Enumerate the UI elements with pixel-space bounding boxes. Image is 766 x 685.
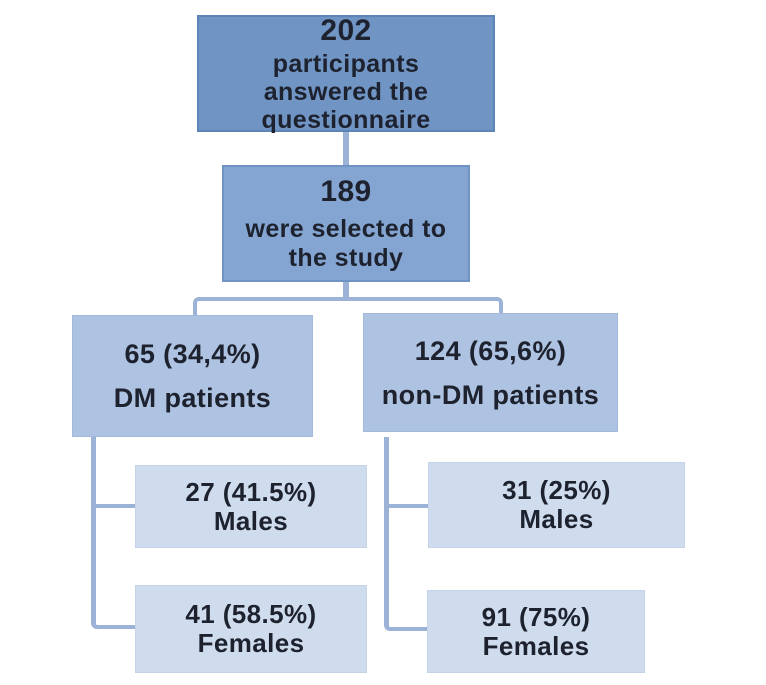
node-dm-males-label: Males	[213, 505, 289, 536]
node-total-label: answered the	[263, 77, 429, 106]
node-selected-value: 189	[320, 174, 372, 208]
node-dm-males: 27 (41.5%) Males	[135, 465, 367, 548]
connector-nondm-to-males	[384, 504, 430, 508]
node-nondm-males: 31 (25%) Males	[428, 462, 685, 548]
node-nondm-label: non-DM patients	[381, 379, 600, 410]
node-dm-males-value: 27 (41.5%)	[185, 476, 317, 507]
connector-total-to-selected	[343, 132, 349, 165]
connector-dm-to-females	[91, 437, 137, 629]
node-dm-label: DM patients	[113, 383, 272, 413]
node-selected-to-study: 189 were selected to the study	[222, 165, 470, 282]
node-nondm-males-value: 31 (25%)	[502, 475, 611, 505]
node-nondm-females-label: Females	[482, 630, 590, 661]
node-dm-patients: 65 (34,4%) DM patients	[72, 315, 313, 437]
node-selected-label: the study	[288, 243, 404, 272]
connector-split-bracket	[193, 297, 503, 315]
node-dm-value: 65 (34,4%)	[124, 339, 261, 369]
connector-nondm-to-females	[384, 437, 430, 631]
node-nondm-females-value: 91 (75%)	[481, 601, 591, 632]
node-selected-label: were selected to	[245, 214, 447, 243]
node-total-participants: 202 participants answered the questionna…	[197, 13, 495, 134]
connector-selected-stub	[343, 282, 349, 299]
node-total-label: questionnaire	[261, 105, 431, 134]
node-dm-females-value: 41 (58.5%)	[185, 599, 317, 629]
node-dm-females-label: Females	[197, 628, 305, 658]
node-non-dm-patients: 124 (65,6%) non-DM patients	[363, 313, 618, 432]
node-total-label: participants	[272, 49, 420, 78]
node-total-value: 202	[320, 13, 372, 47]
node-nondm-females: 91 (75%) Females	[427, 590, 645, 673]
connector-dm-to-males	[91, 504, 137, 508]
node-dm-females: 41 (58.5%) Females	[135, 585, 367, 673]
node-nondm-value: 124 (65,6%)	[414, 335, 567, 366]
node-nondm-males-label: Males	[519, 504, 594, 534]
